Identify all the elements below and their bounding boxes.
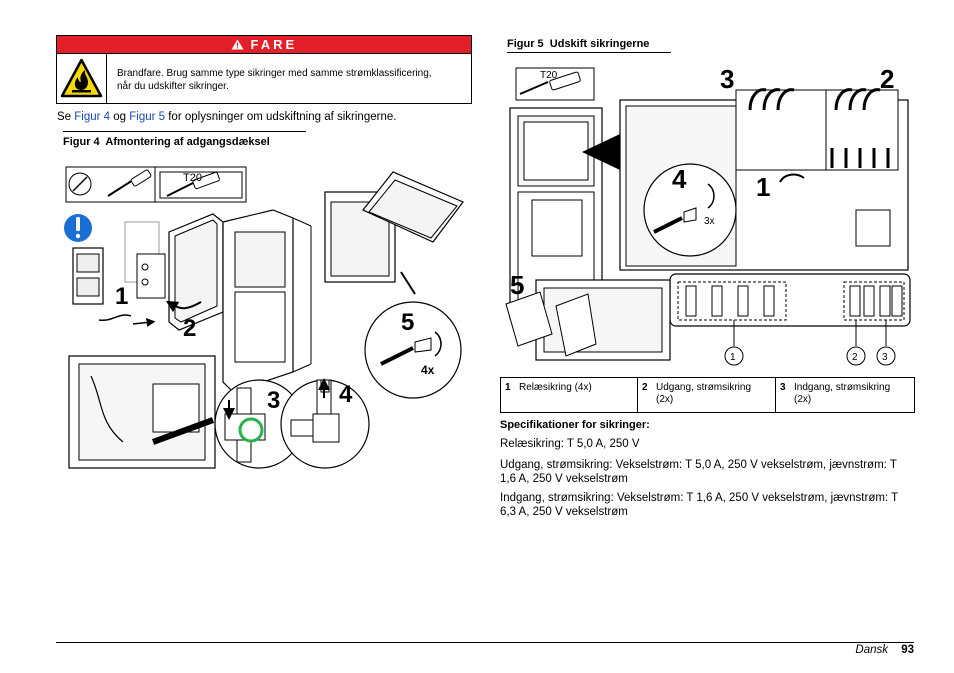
legend-number: 3 xyxy=(780,382,786,393)
legend-text: Relæsikring (4x) xyxy=(519,382,592,393)
legend-number: 2 xyxy=(642,382,648,393)
figure5-illustration: T20 3 2 xyxy=(500,60,913,370)
footer-language: Dansk xyxy=(855,644,888,656)
intro-prefix: Se xyxy=(57,111,75,123)
spec-relay: Relæsikring: T 5,0 A, 250 V xyxy=(500,438,640,450)
enclosure-open-drawing xyxy=(168,209,312,393)
legend-table: 1 Relæsikring (4x) 2 Udgang, strømsikrin… xyxy=(500,377,915,413)
callout-1: 1 xyxy=(730,352,736,363)
fuse-strip-drawing xyxy=(669,273,911,327)
spec-input: Indgang, strømsikring: Vekselstrøm: T 1,… xyxy=(500,492,898,518)
figure4-step-4: 4 xyxy=(339,381,353,408)
screwdriver-icon xyxy=(107,169,152,197)
figure4-step-3: 3 xyxy=(267,387,280,414)
figure5-step-3: 3 xyxy=(720,64,734,94)
figure5-step-2: 2 xyxy=(880,64,894,94)
figure5-screw-count: 3x xyxy=(704,216,715,227)
fire-hazard-icon xyxy=(60,58,103,98)
danger-header: FARE xyxy=(57,36,471,54)
danger-box: FARE Brandfare. Brug samme type sikringe… xyxy=(56,35,472,104)
enclosure-inside-drawing xyxy=(68,355,216,469)
caution-icon xyxy=(64,214,92,242)
legend-cell: 3 Indgang, strømsikring (2x) xyxy=(776,378,914,412)
controller-enclosure-drawing xyxy=(509,107,603,319)
fuse-cover-drawing xyxy=(505,279,671,361)
figure4-link[interactable]: Figur 4 xyxy=(74,111,111,123)
danger-title: FARE xyxy=(250,37,298,52)
figure5-step-4: 4 xyxy=(672,164,687,194)
legend-cell: 2 Udgang, strømsikring (2x) xyxy=(638,378,776,412)
legend-number: 1 xyxy=(505,382,511,393)
intro-suffix: for oplysninger om udskiftning af sikrin… xyxy=(165,111,397,123)
legend-cell: 1 Relæsikring (4x) xyxy=(501,378,638,412)
figure5-step-5: 5 xyxy=(510,270,524,300)
callout-3: 3 xyxy=(882,352,888,363)
figure5-step-1: 1 xyxy=(756,172,770,202)
figure4-caption: Figur 4 Afmontering af adgangsdæksel xyxy=(63,136,270,148)
figure5-tool-label: T20 xyxy=(540,70,558,81)
danger-text: Brandfare. Brug samme type sikringer med… xyxy=(117,68,432,92)
legend-text: Indgang, strømsikring (2x) xyxy=(794,382,891,405)
figure4-step-5: 5 xyxy=(401,309,414,336)
figure5-caption: Figur 5 Udskift sikringerne xyxy=(507,38,650,50)
warning-triangle-icon xyxy=(231,37,251,52)
figure4-screw-count: 4x xyxy=(421,363,435,377)
specs-title: Specifikationer for sikringer: xyxy=(500,419,650,431)
figure4-step-1: 1 xyxy=(115,283,128,310)
page-number: 93 xyxy=(901,644,914,656)
figure5-link[interactable]: Figur 5 xyxy=(129,111,166,123)
intro-paragraph: Se Figur 4 og Figur 5 for oplysninger om… xyxy=(57,110,477,124)
spec-output: Udgang, strømsikring: Vekselstrøm: T 5,0… xyxy=(500,459,897,485)
figure5-rule xyxy=(507,52,671,53)
figure4-rule xyxy=(63,131,306,132)
callout-2: 2 xyxy=(852,352,858,363)
legend-text: Udgang, strømsikring (2x) xyxy=(656,382,752,405)
intro-middle: og xyxy=(110,111,130,123)
figure4-illustration: T20 1 2 xyxy=(63,152,468,470)
highlight-ring-icon xyxy=(238,417,264,443)
footer-rule xyxy=(56,642,914,643)
enclosure-cover-drawing xyxy=(324,171,464,295)
figure4-step-2: 2 xyxy=(183,315,196,342)
figure4-tool-label: T20 xyxy=(183,172,202,184)
